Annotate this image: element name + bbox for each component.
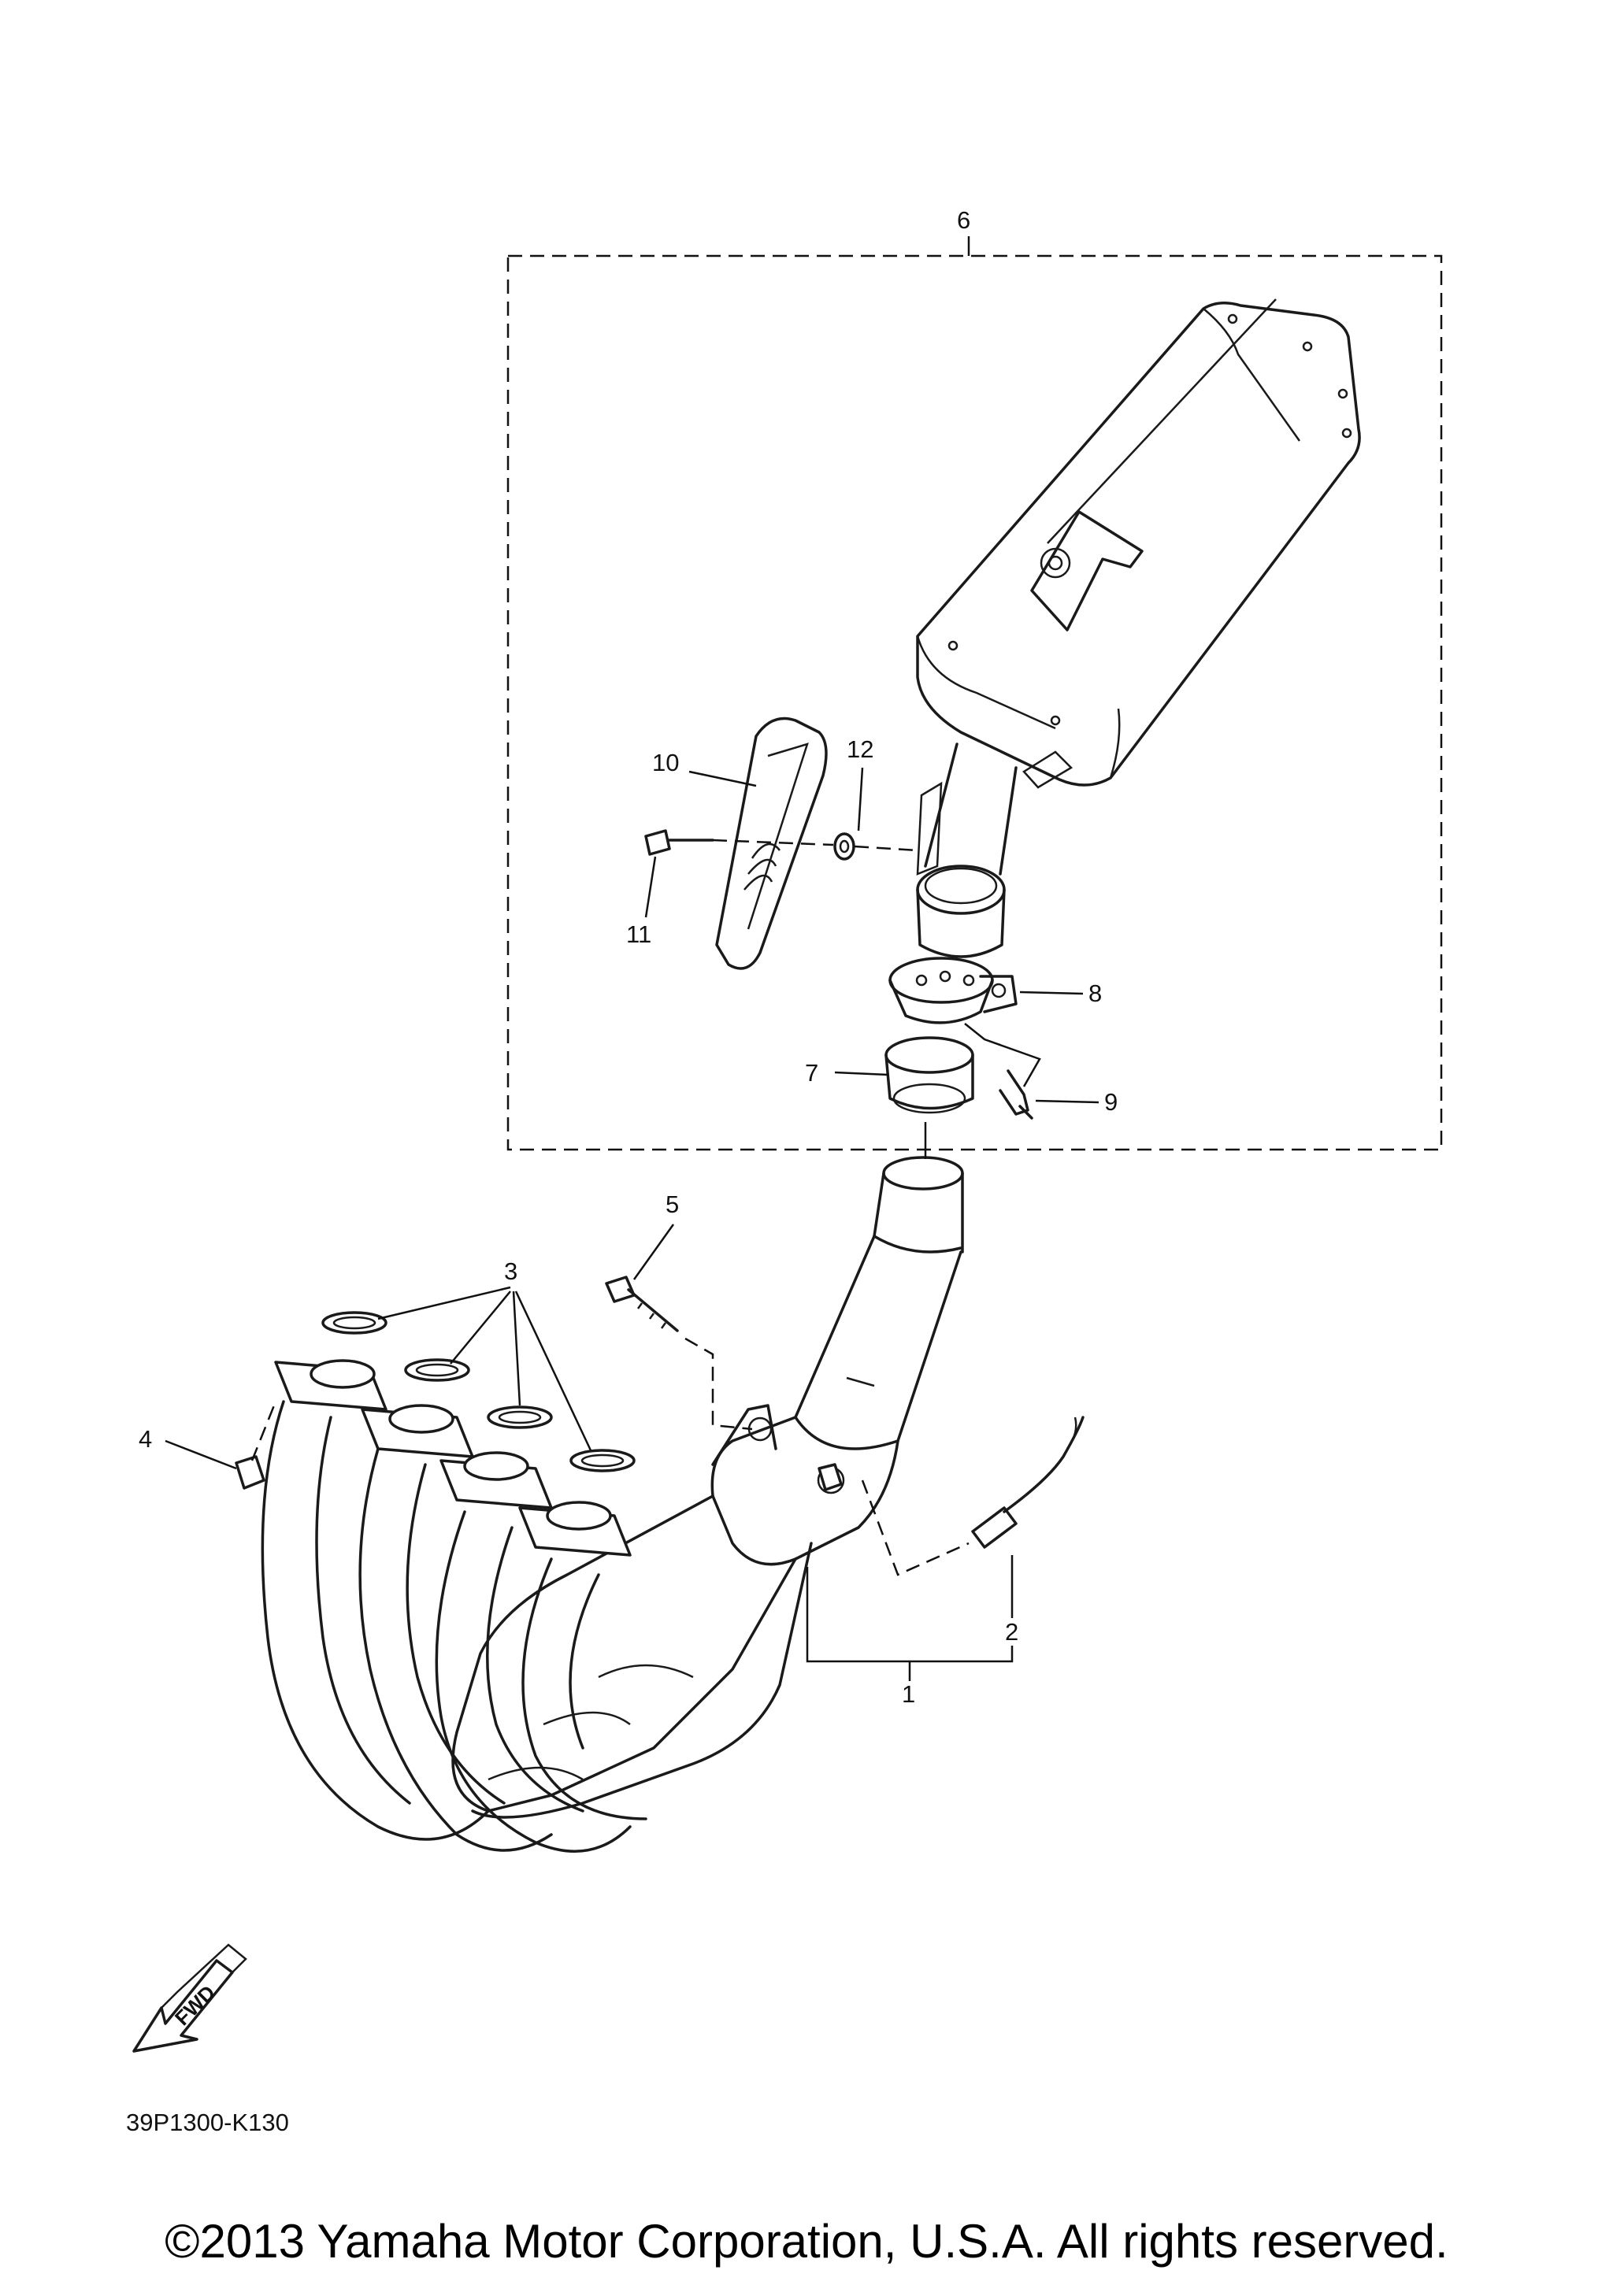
callout-6: 6 bbox=[957, 206, 970, 234]
fwd-arrow-icon: FWD bbox=[132, 1943, 247, 2053]
leader-9 bbox=[1035, 1099, 1099, 1104]
diagram-code: 39P1300-K130 bbox=[126, 2109, 289, 2136]
callout-7: 7 bbox=[805, 1059, 818, 1087]
exhaust-gaskets bbox=[321, 1311, 636, 1472]
screw-11 bbox=[644, 829, 714, 856]
callout-2: 2 bbox=[1005, 1618, 1018, 1646]
callout-10: 10 bbox=[652, 749, 679, 776]
leader-5 bbox=[632, 1224, 675, 1280]
muffler-inlet-pipe bbox=[916, 742, 1018, 958]
leader-5-dash bbox=[684, 1337, 753, 1431]
leader-2-dash bbox=[861, 1479, 970, 1576]
leader-4 bbox=[165, 1439, 237, 1470]
bolt-5 bbox=[605, 1276, 679, 1332]
callout-4: 4 bbox=[139, 1425, 152, 1453]
callout-11: 11 bbox=[626, 920, 651, 948]
bolt-9 bbox=[999, 1069, 1033, 1120]
leader-collar-dash bbox=[854, 845, 918, 852]
leader-screw-dash bbox=[712, 839, 834, 846]
exhaust-flanges bbox=[274, 1359, 632, 1557]
leader-1 bbox=[806, 1567, 1014, 1681]
leader-4-dash bbox=[250, 1401, 277, 1461]
leader-clamp-bolt bbox=[964, 1023, 1041, 1087]
callout-3: 3 bbox=[504, 1257, 517, 1285]
nut bbox=[235, 1455, 265, 1490]
muffler-body bbox=[916, 298, 1361, 789]
clamp bbox=[888, 957, 1018, 1024]
heat-protector bbox=[715, 717, 828, 970]
leader-8 bbox=[1019, 991, 1084, 995]
collar-12 bbox=[833, 832, 855, 861]
callout-8: 8 bbox=[1088, 980, 1102, 1007]
oxygen-sensor bbox=[971, 1416, 1085, 1549]
callout-12: 12 bbox=[847, 735, 873, 763]
leader-7 bbox=[834, 1071, 889, 1076]
callout-1: 1 bbox=[902, 1680, 915, 1708]
leader-11 bbox=[644, 856, 657, 918]
leader-3 bbox=[377, 1286, 592, 1451]
callout-5: 5 bbox=[666, 1191, 679, 1218]
copyright-notice: ©2013 Yamaha Motor Corporation, U.S.A. A… bbox=[165, 2215, 1448, 2268]
gasket bbox=[884, 1036, 974, 1114]
muffler-assembly-group-box bbox=[506, 254, 1443, 1151]
leader-12 bbox=[857, 767, 864, 831]
header-pipes bbox=[261, 1400, 647, 1853]
leader-10 bbox=[688, 770, 757, 787]
callout-9: 9 bbox=[1104, 1088, 1118, 1116]
